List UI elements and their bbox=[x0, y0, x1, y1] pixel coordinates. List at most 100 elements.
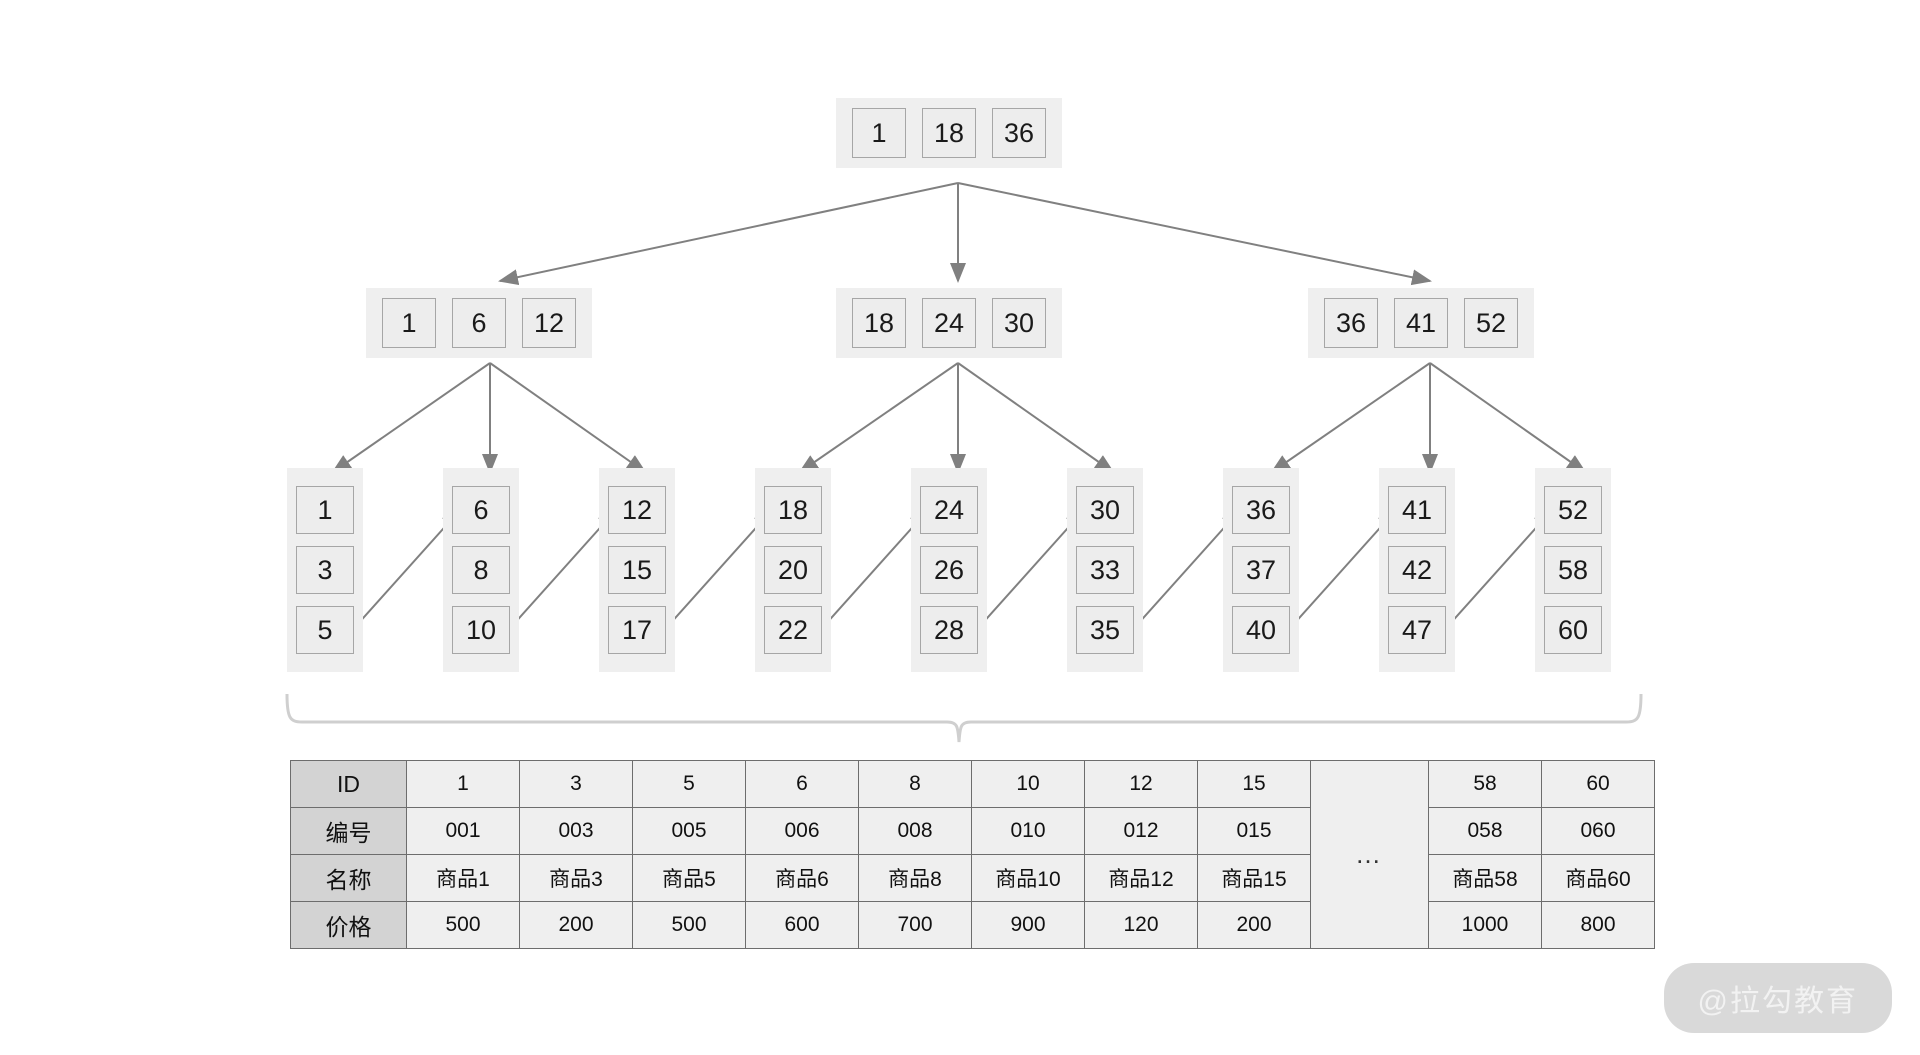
cell-price-1: 200 bbox=[519, 901, 633, 949]
cell-code-0: 001 bbox=[406, 807, 520, 855]
cell-id-4: 8 bbox=[858, 760, 972, 808]
internal-1-key-1[interactable]: 6 bbox=[452, 298, 506, 348]
edge-internal1-to-leaf1 bbox=[331, 362, 491, 474]
row-header-id: ID bbox=[290, 760, 407, 808]
cell-name-tail-1: 商品60 bbox=[1541, 854, 1655, 902]
leaf-node-5[interactable]: 24 26 28 bbox=[911, 468, 987, 672]
cell-price-5: 900 bbox=[971, 901, 1085, 949]
leaf-6-key-2[interactable]: 35 bbox=[1076, 606, 1134, 654]
data-page-table: ID 1 3 5 6 8 10 12 15 … 58 60 编号 001 003 bbox=[290, 760, 1655, 949]
edge-internal2-to-leaf6 bbox=[957, 362, 1115, 474]
edge-root-to-internal-1 bbox=[498, 182, 959, 286]
internal-3-key-2[interactable]: 52 bbox=[1464, 298, 1518, 348]
leaf-2-key-0[interactable]: 6 bbox=[452, 486, 510, 534]
internal-1-key-2[interactable]: 12 bbox=[522, 298, 576, 348]
internal-3-key-1[interactable]: 41 bbox=[1394, 298, 1448, 348]
leaf-3-key-0[interactable]: 12 bbox=[608, 486, 666, 534]
row-header-code: 编号 bbox=[290, 807, 407, 855]
cell-code-3: 006 bbox=[745, 807, 859, 855]
edge-internal1-to-leaf3 bbox=[489, 362, 647, 474]
leaf-9-key-1[interactable]: 58 bbox=[1544, 546, 1602, 594]
leaf-3-key-2[interactable]: 17 bbox=[608, 606, 666, 654]
table-ellipsis-column: … bbox=[1310, 760, 1429, 949]
cell-id-6: 12 bbox=[1084, 760, 1198, 808]
leaf-2-key-2[interactable]: 10 bbox=[452, 606, 510, 654]
leaf-8-key-1[interactable]: 42 bbox=[1388, 546, 1446, 594]
row-header-price: 价格 bbox=[290, 901, 407, 949]
leaf-5-key-1[interactable]: 26 bbox=[920, 546, 978, 594]
leaf-node-8[interactable]: 41 42 47 bbox=[1379, 468, 1455, 672]
edge-internal3-to-leaf9 bbox=[1429, 362, 1587, 474]
cell-id-tail-0: 58 bbox=[1428, 760, 1542, 808]
cell-price-0: 500 bbox=[406, 901, 520, 949]
leaf-node-2[interactable]: 6 8 10 bbox=[443, 468, 519, 672]
internal-2-key-2[interactable]: 30 bbox=[992, 298, 1046, 348]
leaf-node-9[interactable]: 52 58 60 bbox=[1535, 468, 1611, 672]
root-key-0[interactable]: 1 bbox=[852, 108, 906, 158]
table-row-name: 名称 商品1 商品3 商品5 商品6 商品8 商品10 商品12 商品15 商品… bbox=[290, 854, 1655, 902]
leaf-node-3[interactable]: 12 15 17 bbox=[599, 468, 675, 672]
cell-code-2: 005 bbox=[632, 807, 746, 855]
leaf-6-key-1[interactable]: 33 bbox=[1076, 546, 1134, 594]
leaf-7-key-1[interactable]: 37 bbox=[1232, 546, 1290, 594]
cell-code-1: 003 bbox=[519, 807, 633, 855]
cell-id-7: 15 bbox=[1197, 760, 1311, 808]
root-key-2[interactable]: 36 bbox=[992, 108, 1046, 158]
internal-3-key-0[interactable]: 36 bbox=[1324, 298, 1378, 348]
leaf-7-key-0[interactable]: 36 bbox=[1232, 486, 1290, 534]
cell-name-4: 商品8 bbox=[858, 854, 972, 902]
internal-node-1[interactable]: 1 6 12 bbox=[366, 288, 592, 358]
table-row-id: ID 1 3 5 6 8 10 12 15 … 58 60 bbox=[290, 760, 1655, 949]
leaf-1-key-0[interactable]: 1 bbox=[296, 486, 354, 534]
leaf-6-key-0[interactable]: 30 bbox=[1076, 486, 1134, 534]
cell-id-5: 10 bbox=[971, 760, 1085, 808]
cell-id-tail-1: 60 bbox=[1541, 760, 1655, 808]
leaf-9-key-0[interactable]: 52 bbox=[1544, 486, 1602, 534]
cell-name-3: 商品6 bbox=[745, 854, 859, 902]
leaf-node-1[interactable]: 1 3 5 bbox=[287, 468, 363, 672]
leaf-2-key-1[interactable]: 8 bbox=[452, 546, 510, 594]
leaf-4-key-0[interactable]: 18 bbox=[764, 486, 822, 534]
cell-name-6: 商品12 bbox=[1084, 854, 1198, 902]
cell-price-tail-0: 1000 bbox=[1428, 901, 1542, 949]
leaf-node-4[interactable]: 18 20 22 bbox=[755, 468, 831, 672]
leaf-5-key-2[interactable]: 28 bbox=[920, 606, 978, 654]
internal-2-key-1[interactable]: 24 bbox=[922, 298, 976, 348]
leaf-8-key-2[interactable]: 47 bbox=[1388, 606, 1446, 654]
leaf-7-key-2[interactable]: 40 bbox=[1232, 606, 1290, 654]
root-key-1[interactable]: 18 bbox=[922, 108, 976, 158]
edge-internal2-to-leaf4 bbox=[798, 362, 959, 474]
cell-name-1: 商品3 bbox=[519, 854, 633, 902]
leaf-1-key-1[interactable]: 3 bbox=[296, 546, 354, 594]
leaf-8-key-0[interactable]: 41 bbox=[1388, 486, 1446, 534]
leaf-9-key-2[interactable]: 60 bbox=[1544, 606, 1602, 654]
internal-node-3[interactable]: 36 41 52 bbox=[1308, 288, 1534, 358]
row-header-name: 名称 bbox=[290, 854, 407, 902]
internal-1-key-0[interactable]: 1 bbox=[382, 298, 436, 348]
cell-price-tail-1: 800 bbox=[1541, 901, 1655, 949]
leaf-4-key-2[interactable]: 22 bbox=[764, 606, 822, 654]
leaf-1-key-2[interactable]: 5 bbox=[296, 606, 354, 654]
cell-id-0: 1 bbox=[406, 760, 520, 808]
leaf-to-table-brace bbox=[285, 693, 1643, 743]
watermark-badge: @拉勾教育 bbox=[1663, 963, 1892, 1033]
leaf-node-7[interactable]: 36 37 40 bbox=[1223, 468, 1299, 672]
leaf-4-key-1[interactable]: 20 bbox=[764, 546, 822, 594]
cell-id-1: 3 bbox=[519, 760, 633, 808]
internal-node-2[interactable]: 18 24 30 bbox=[836, 288, 1062, 358]
cell-code-7: 015 bbox=[1197, 807, 1311, 855]
leaf-node-6[interactable]: 30 33 35 bbox=[1067, 468, 1143, 672]
cell-price-7: 200 bbox=[1197, 901, 1311, 949]
cell-price-6: 120 bbox=[1084, 901, 1198, 949]
leaf-3-key-1[interactable]: 15 bbox=[608, 546, 666, 594]
root-node[interactable]: 1 18 36 bbox=[836, 98, 1062, 168]
cell-price-3: 600 bbox=[745, 901, 859, 949]
table-row-price: 价格 500 200 500 600 700 900 120 200 1000 … bbox=[290, 901, 1655, 949]
internal-2-key-0[interactable]: 18 bbox=[852, 298, 906, 348]
cell-code-tail-0: 058 bbox=[1428, 807, 1542, 855]
cell-id-3: 6 bbox=[745, 760, 859, 808]
data-page-table-wrapper: ID 1 3 5 6 8 10 12 15 … 58 60 编号 001 003 bbox=[290, 760, 1655, 949]
edge-internal3-to-leaf7 bbox=[1270, 362, 1431, 474]
leaf-5-key-0[interactable]: 24 bbox=[920, 486, 978, 534]
